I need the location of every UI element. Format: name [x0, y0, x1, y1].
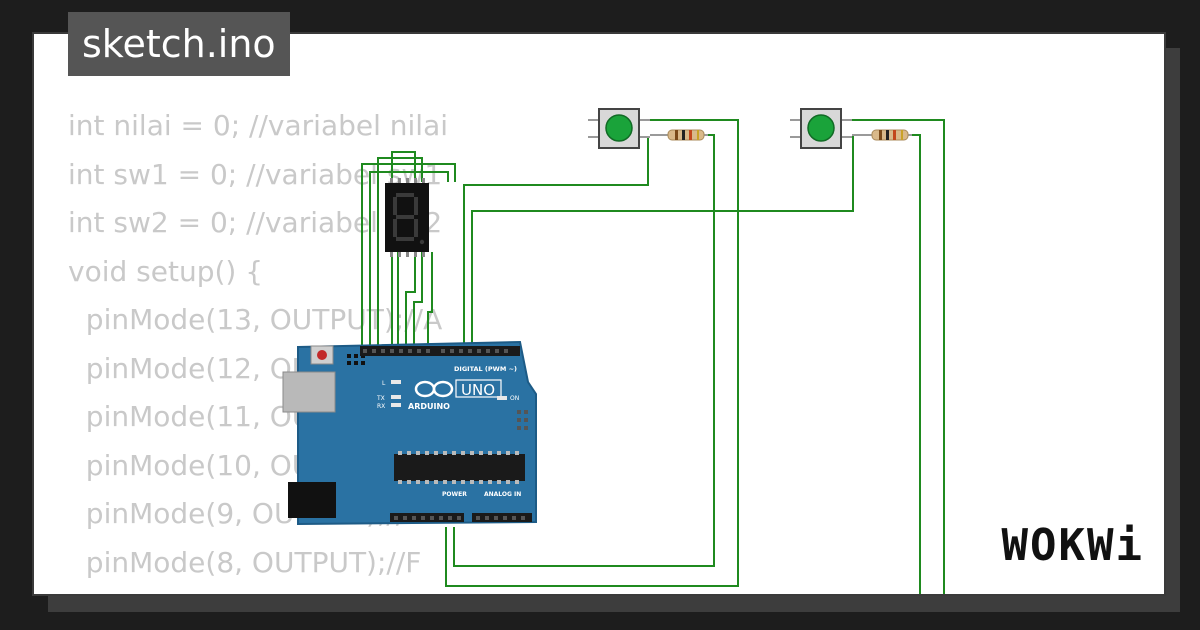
seven-segment-display[interactable]	[385, 178, 429, 257]
code-line: int nilai = 0; //variabel nilai	[68, 109, 449, 142]
arduino-uno-board[interactable]: DIGITAL (PWM ~) ARDUINO UNO L TX RX ON	[282, 340, 537, 526]
on-label: ON	[510, 395, 519, 402]
pushbutton-1[interactable]	[588, 108, 650, 149]
pushbutton-2[interactable]	[790, 108, 852, 149]
digital-label: DIGITAL (PWM ~)	[454, 365, 517, 373]
code-line: pinMode(8, OUTPUT);//F	[68, 545, 422, 579]
resistor-1[interactable]	[650, 129, 708, 141]
analog-header[interactable]	[472, 513, 532, 522]
usb-port	[282, 371, 336, 413]
code-line: void setup() {	[68, 254, 264, 288]
power-header[interactable]	[390, 513, 464, 522]
wokwi-logo: WOKWi	[1001, 520, 1144, 571]
sketch-title: sketch.ino	[68, 12, 290, 76]
resistor-2[interactable]	[852, 129, 912, 141]
microcontroller-chip	[394, 454, 525, 481]
led-label-rx: RX	[377, 403, 385, 410]
analog-label: ANALOG IN	[484, 491, 521, 498]
power-label: POWER	[442, 491, 467, 498]
digital-header[interactable]	[360, 346, 520, 356]
arduino-logo-icon	[414, 380, 454, 398]
power-jack	[288, 482, 336, 518]
circuit-diagram: DIGITAL (PWM ~) ARDUINO UNO L TX RX ON	[282, 108, 945, 594]
uno-label: UNO	[461, 381, 495, 399]
led-label-tx: TX	[376, 395, 385, 402]
led-label-l: L	[382, 380, 386, 387]
arduino-name: ARDUINO	[408, 402, 450, 411]
